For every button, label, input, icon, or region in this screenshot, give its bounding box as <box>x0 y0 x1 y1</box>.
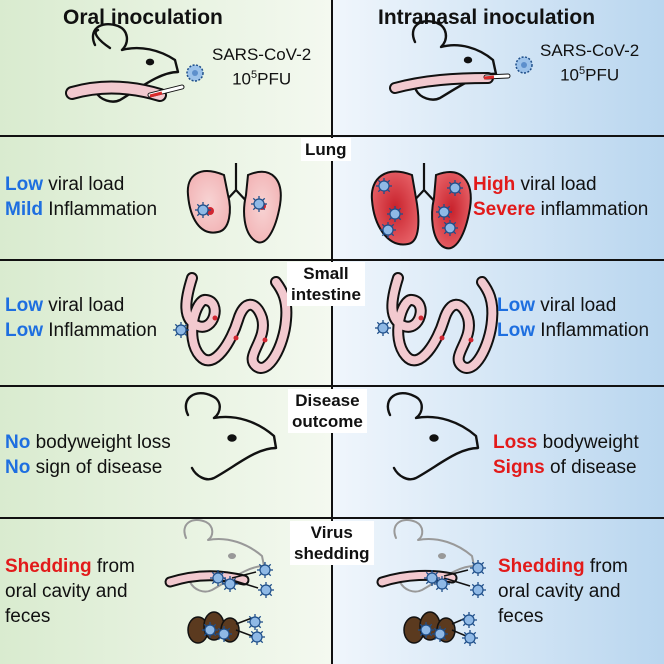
feces-icon <box>403 611 479 647</box>
text: of disease <box>544 457 637 478</box>
intranasal-column-title: Intranasal inoculation <box>378 6 596 29</box>
emphasis: Low <box>497 295 535 316</box>
text-line: Mild Inflammation <box>5 197 157 222</box>
text: viral load <box>43 174 125 195</box>
oral-lung-text: Low viral load Mild Inflammation <box>5 172 157 222</box>
virus-icon <box>515 56 533 74</box>
text: inflammation <box>535 199 649 220</box>
pipette-icon <box>483 73 511 80</box>
lung-icon <box>370 163 472 250</box>
section-label-line: Virus <box>310 523 353 542</box>
text: from <box>584 556 628 577</box>
text-line: oral cavity and <box>5 581 128 602</box>
text: sign of disease <box>30 457 163 478</box>
mouse-icon <box>411 20 498 101</box>
virus-name: SARS-CoV-2 <box>212 45 312 64</box>
intranasal-dose-label: SARS-CoV-2 105PFU <box>540 40 639 86</box>
dose-exp: 5 <box>579 65 586 77</box>
emphasis: Signs <box>493 457 545 478</box>
intranasal-shedding-text: Shedding from oral cavity and feces <box>498 554 628 629</box>
section-small-intestine: Small intestine <box>287 262 365 306</box>
text-line: Loss bodyweight <box>493 430 639 455</box>
text-line: Signs of disease <box>493 455 639 480</box>
section-label-line: Disease <box>295 391 360 410</box>
text: viral load <box>535 295 617 316</box>
intestine-icon <box>180 272 293 374</box>
text-line: High viral load <box>473 172 648 197</box>
text-line: Severe inflammation <box>473 197 648 222</box>
section-virus-shedding: Virus shedding <box>290 521 374 565</box>
text-line: Shedding from <box>498 554 628 579</box>
oral-dose-label: SARS-CoV-2 105PFU <box>212 44 311 90</box>
dose-unit: PFU <box>257 69 292 89</box>
emphasis: High <box>473 174 516 195</box>
section-label-line: Small <box>303 264 349 283</box>
dose-base: 10 <box>560 65 579 85</box>
emphasis: Low <box>5 295 43 316</box>
text-line: Shedding from <box>5 554 135 579</box>
text-line: oral cavity and <box>498 581 621 602</box>
emphasis: Loss <box>493 432 538 453</box>
text: Inflammation <box>535 320 650 341</box>
oral-shedding-text: Shedding from oral cavity and feces <box>5 554 135 629</box>
mouse-icon <box>386 392 480 481</box>
text-line: Low Inflammation <box>497 318 649 343</box>
intestine-icon <box>386 272 499 374</box>
emphasis: No <box>5 457 31 478</box>
text-line: Low Inflammation <box>5 318 157 343</box>
emphasis: Shedding <box>498 556 585 577</box>
oral-column-title: Oral inoculation <box>63 6 223 29</box>
intranasal-lung-text: High viral load Severe inflammation <box>473 172 648 222</box>
dose-base: 10 <box>232 69 251 89</box>
section-label-line: outcome <box>292 412 363 431</box>
text: viral load <box>515 174 597 195</box>
section-disease-outcome: Disease outcome <box>288 389 367 433</box>
text-line: Low viral load <box>497 293 649 318</box>
text: bodyweight loss <box>30 432 171 453</box>
emphasis: Low <box>497 320 535 341</box>
virus-name: SARS-CoV-2 <box>540 41 640 60</box>
mouse-icon <box>184 392 278 481</box>
text: from <box>91 556 135 577</box>
mouse-icon <box>183 519 265 593</box>
text-line: feces <box>498 606 544 627</box>
dose-value: 105PFU <box>540 61 639 86</box>
oral-disease-text: No bodyweight loss No sign of disease <box>5 430 171 480</box>
dose-unit: PFU <box>585 65 620 85</box>
text: bodyweight <box>537 432 639 453</box>
dose-value: 105PFU <box>212 65 311 90</box>
section-label-line: shedding <box>294 544 370 563</box>
intranasal-disease-text: Loss bodyweight Signs of disease <box>493 430 639 480</box>
emphasis: Shedding <box>5 556 92 577</box>
emphasis: Mild <box>5 199 43 220</box>
oral-intestine-text: Low viral load Low Inflammation <box>5 293 157 343</box>
emphasis: No <box>5 432 31 453</box>
pipette-icon <box>147 84 185 98</box>
section-label-line: intestine <box>291 285 361 304</box>
text: Inflammation <box>43 199 158 220</box>
feces-icon <box>187 611 266 646</box>
text: Inflammation <box>43 320 158 341</box>
mouse-icon <box>91 23 180 103</box>
section-lung: Lung <box>301 138 351 161</box>
text: viral load <box>43 295 125 316</box>
emphasis: Low <box>5 320 43 341</box>
lung-icon <box>186 163 282 244</box>
emphasis: Severe <box>473 199 536 220</box>
text-line: Low viral load <box>5 293 157 318</box>
intranasal-intestine-text: Low viral load Low Inflammation <box>497 293 649 343</box>
dose-exp: 5 <box>251 69 258 81</box>
text-line: Low viral load <box>5 172 157 197</box>
text-line: feces <box>5 606 51 627</box>
emphasis: Low <box>5 174 43 195</box>
text-line: No bodyweight loss <box>5 430 171 455</box>
mouse-icon <box>393 519 475 593</box>
text-line: No sign of disease <box>5 455 171 480</box>
virus-icon <box>186 64 204 82</box>
